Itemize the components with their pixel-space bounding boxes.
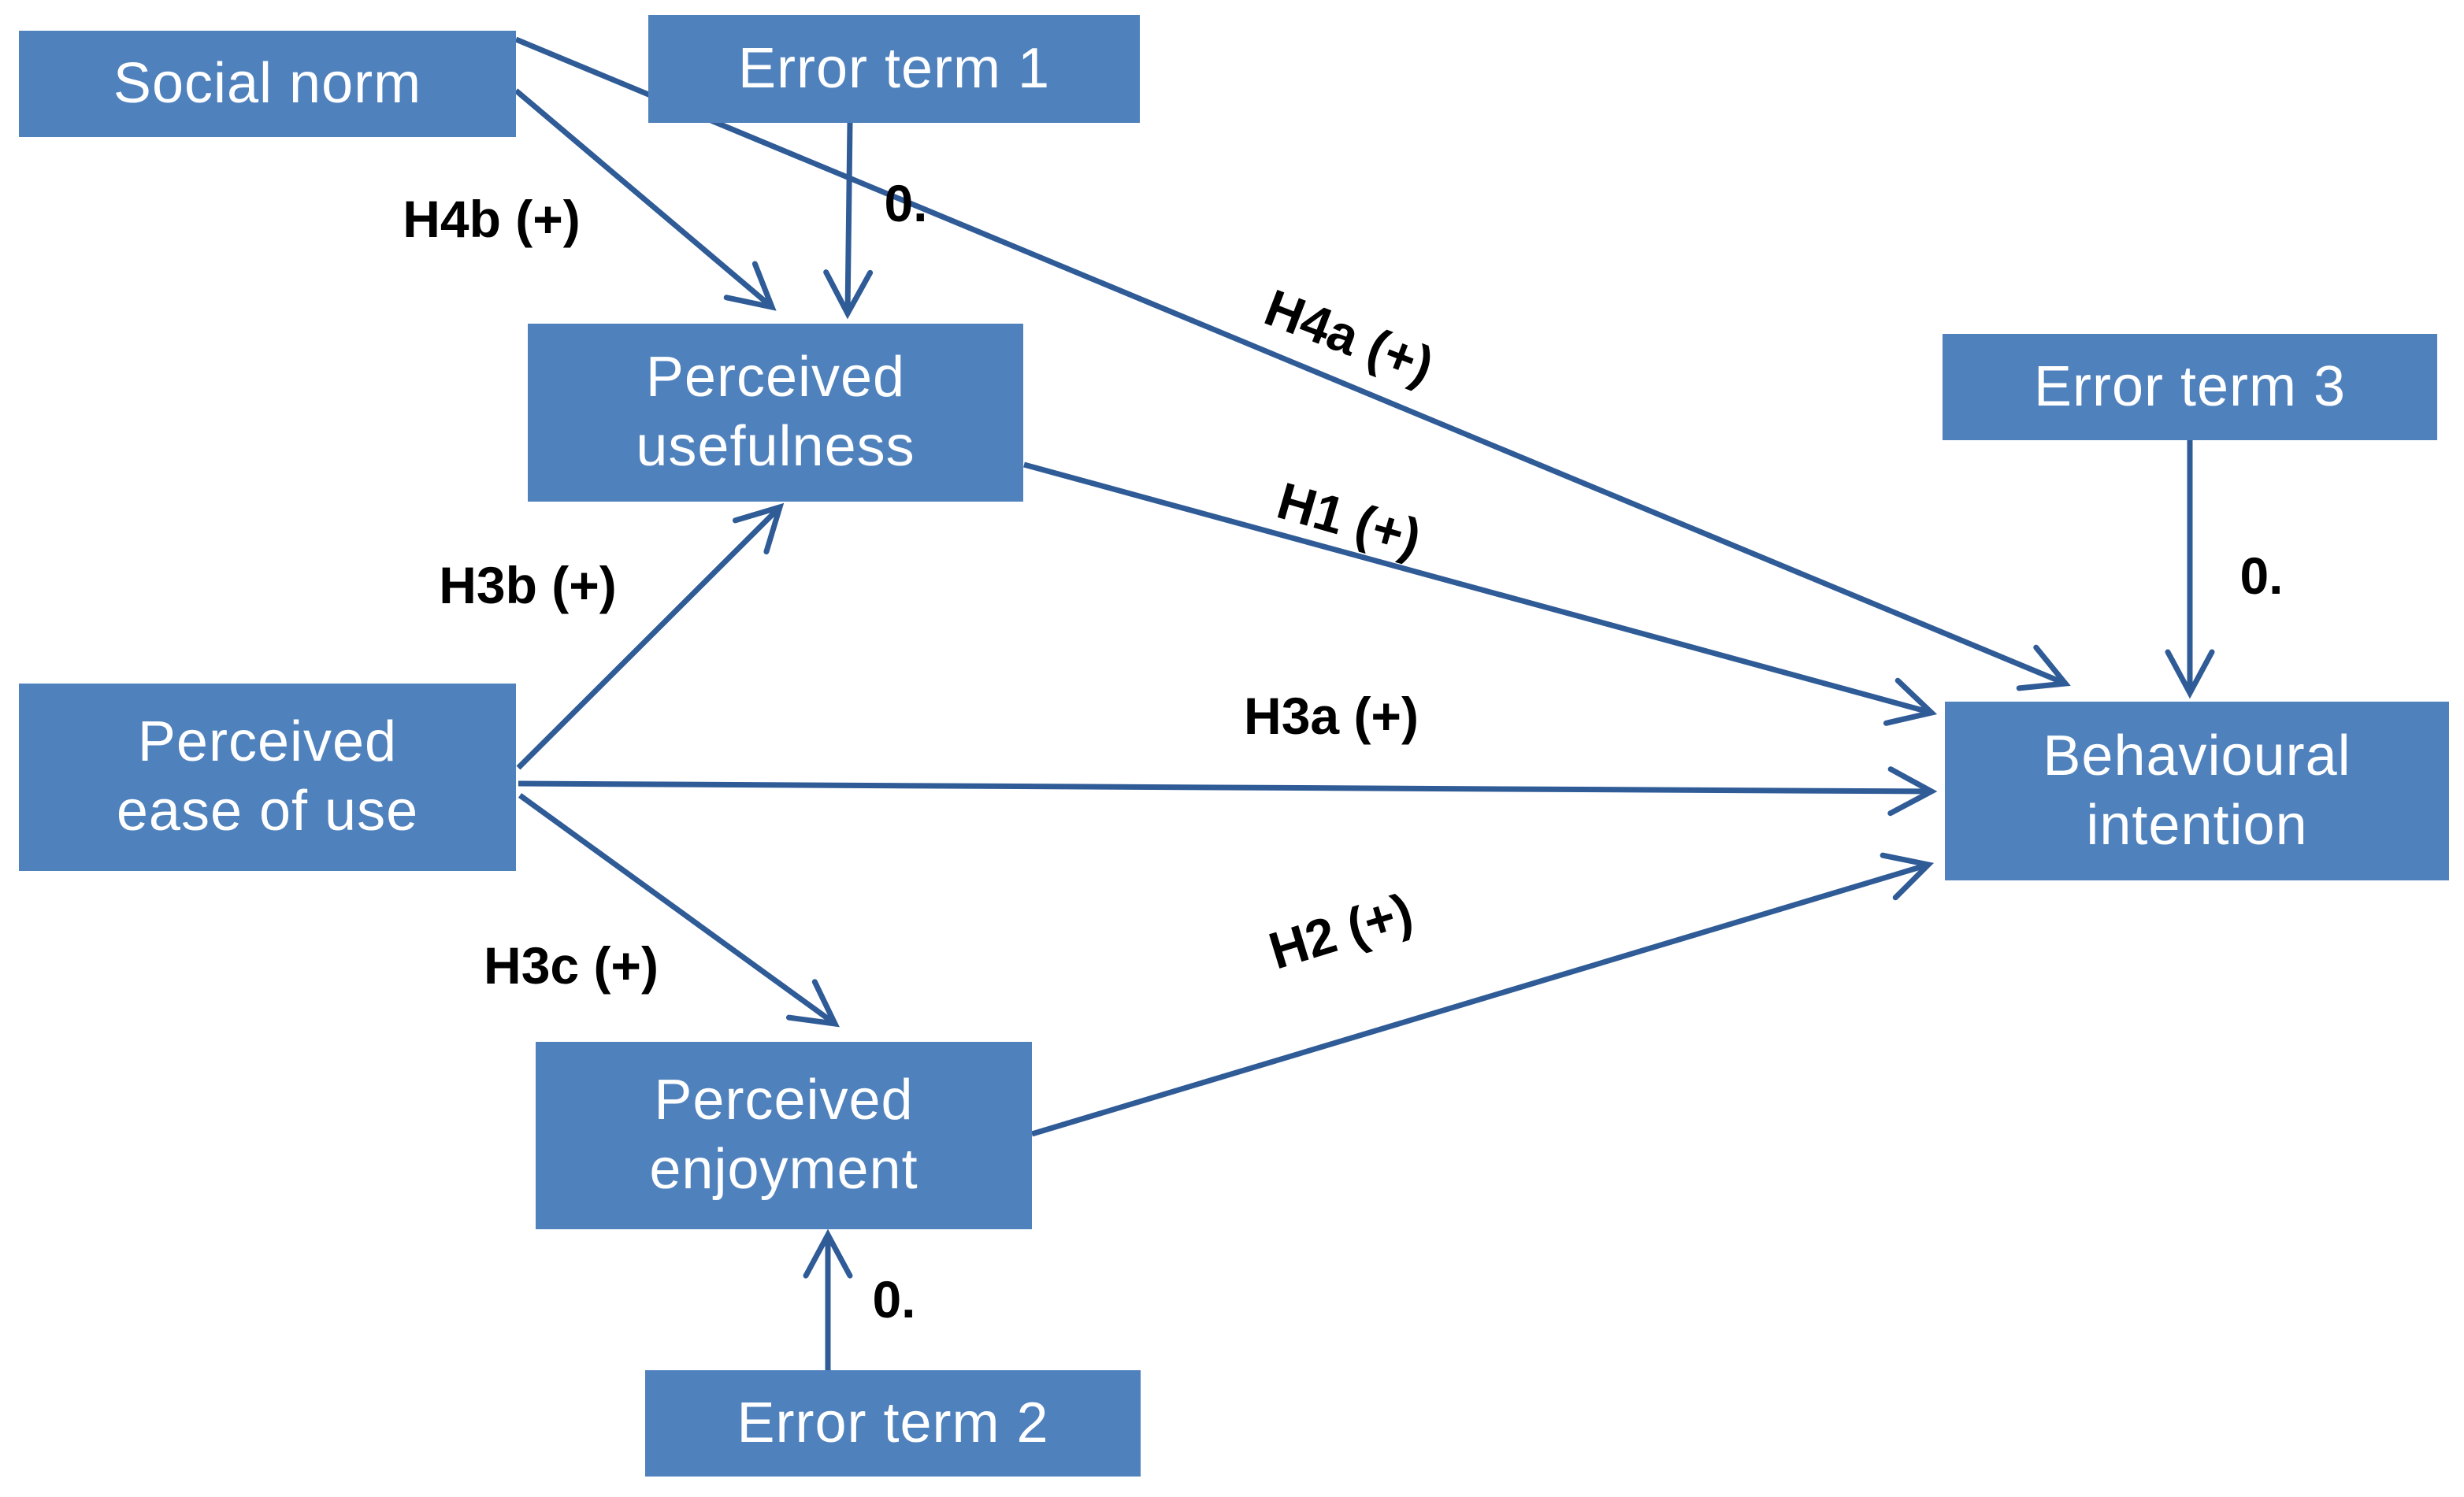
edge-arrow-perceived-ease-to-perceived-usefulness [516, 502, 785, 770]
edge-label-h3b: H3b (+) [439, 556, 617, 614]
node-error-term-1: Error term 1 [648, 15, 1140, 123]
node-perceived-ease-of-use: Perceived ease of use [19, 684, 516, 871]
edges-group [514, 36, 2215, 1370]
node-social-norm: Social norm [19, 31, 516, 137]
node-behavioural-intention: Behavioural intention [1945, 702, 2449, 880]
node-error-term-3: Error term 3 [1943, 334, 2437, 440]
edge-label-h3c: H3c (+) [484, 936, 659, 995]
edge-arrow-social-norm-to-behavioural-intention [514, 36, 2071, 691]
edge-label-error-2-weight: 0. [872, 1270, 916, 1328]
edge-label-error-1-weight: 0. [884, 174, 928, 232]
edge-arrow-error-term-1-to-perceived-usefulness [823, 122, 874, 320]
node-error-term-2: Error term 2 [645, 1370, 1141, 1477]
edge-arrow-social-norm-to-perceived-usefulness [514, 88, 777, 311]
edge-arrow-perceived-ease-to-perceived-enjoyment [518, 793, 840, 1028]
edge-label-error-3-weight: 0. [2239, 547, 2284, 605]
edge-label-h3a: H3a (+) [1244, 687, 1419, 745]
edge-arrow-perceived-ease-to-behavioural-intention [518, 766, 1938, 817]
node-perceived-usefulness: Perceived usefulness [528, 324, 1023, 502]
edge-arrow-perceived-usefulness-to-behavioural-intention [1023, 461, 1938, 726]
edge-label-h4b: H4b (+) [403, 190, 581, 248]
node-perceived-enjoyment: Perceived enjoyment [536, 1042, 1032, 1229]
edge-arrow-perceived-enjoyment-to-behavioural-intention [1030, 852, 1935, 1137]
